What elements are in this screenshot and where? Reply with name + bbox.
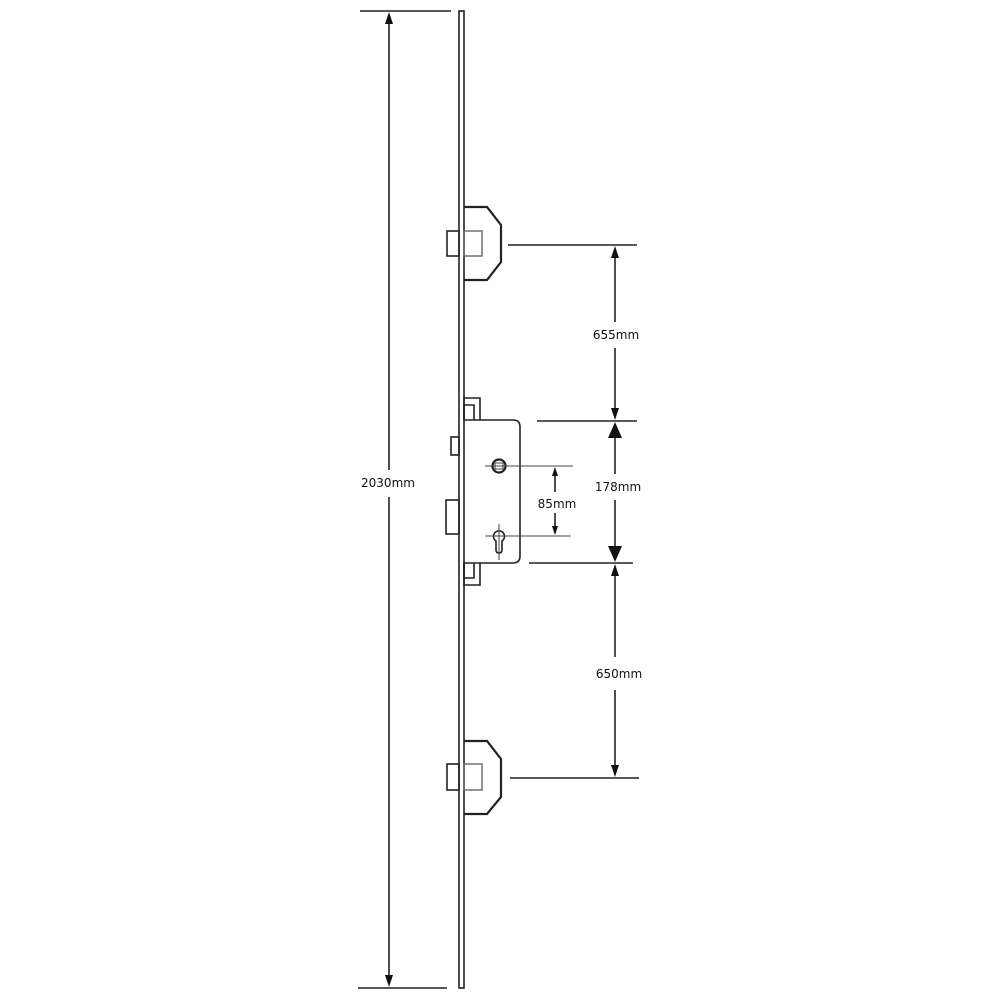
dimension-label-top-hook-to-case: 655mm (593, 328, 639, 342)
dimension-case-to-bottom-hook: 650mm (510, 564, 642, 779)
dimension-label-case-height: 178mm (595, 480, 641, 494)
deadbolt (445, 499, 460, 535)
dimension-label-case-to-bottom-hook: 650mm (596, 667, 642, 681)
dimension-top-hook-to-case: 655mm (508, 244, 639, 422)
gearbox-case (445, 397, 521, 586)
top-hook-bolt (446, 205, 503, 282)
latch (450, 436, 460, 456)
dimension-label-centres: 85mm (538, 497, 577, 511)
dimension-case-height: 178mm (529, 422, 641, 564)
euro-cylinder-hole (492, 524, 506, 560)
dimension-centres: 85mm (485, 465, 577, 537)
dimension-label-overall-length: 2030mm (361, 476, 415, 490)
bottom-hook-bolt (446, 739, 503, 816)
dimension-overall-length: 2030mm (358, 10, 451, 989)
